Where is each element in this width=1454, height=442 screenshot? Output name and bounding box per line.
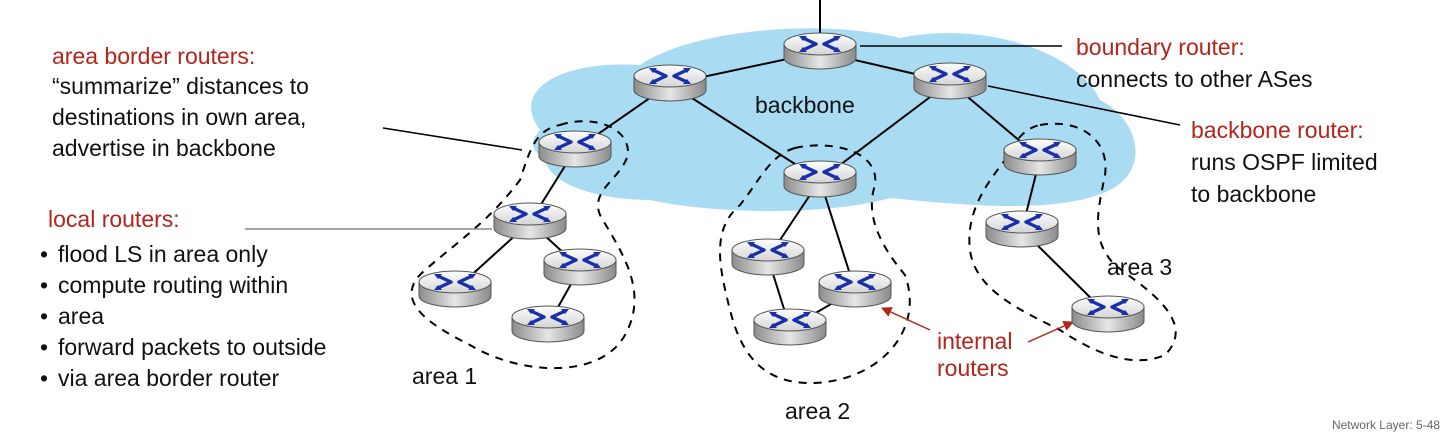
boundary-router-desc: connects to other ASes (1076, 66, 1313, 92)
router-icon (542, 247, 618, 287)
router-icon (984, 209, 1060, 249)
internal-routers-line: internal (937, 328, 1013, 354)
backbone-router-title: backbone router: (1191, 117, 1364, 143)
area-border-desc-line: “summarize” distances to (52, 73, 309, 99)
router-icon (417, 269, 493, 309)
router-icon (1002, 137, 1078, 177)
router-icon (492, 201, 568, 241)
local-routers-bullets: flood LS in area only compute routing wi… (40, 240, 326, 392)
internal-routers-line: routers (937, 355, 1009, 381)
local-routers-title: local routers: (48, 206, 180, 232)
area-3-label: area 3 (1107, 254, 1173, 280)
internal-routers-label: internal routers (937, 328, 1012, 382)
bullet-continuation-text: via area border router (58, 365, 280, 391)
slide-footer: Network Layer: 5-48 (1331, 418, 1440, 432)
area-border-routers-title: area border routers: (52, 43, 256, 69)
area-3-boundary (968, 122, 1177, 362)
router-icon (752, 307, 828, 347)
bullet-item: compute routing within (40, 271, 326, 299)
area-2-label: area 2 (785, 398, 851, 424)
router-icon (537, 129, 613, 169)
bullet-continuation-text: area (58, 303, 105, 329)
backbone-label: backbone (755, 92, 855, 118)
bullet-item: forward packets to outside (40, 333, 326, 361)
backbone-router-desc-line: to backbone (1191, 181, 1317, 207)
router-icon (730, 237, 806, 277)
internal-router-arrows (881, 307, 1074, 343)
router-icon (782, 31, 858, 71)
area-1-boundary (410, 120, 636, 370)
area-border-desc-line: advertise in backbone (52, 135, 276, 161)
area-border-desc-line: destinations in own area, (52, 104, 307, 130)
router-icon (782, 159, 858, 199)
area-1-label: area 1 (412, 363, 478, 389)
backbone-router-desc-line: runs OSPF limited (1191, 149, 1378, 175)
router-icon (817, 269, 893, 309)
bullet-item-continuation: area (40, 302, 326, 330)
bullet-item: flood LS in area only (40, 240, 326, 268)
router-icon (632, 63, 708, 103)
router-icon (1070, 294, 1146, 334)
router-icon (912, 61, 988, 101)
leader-lines (382, 45, 1181, 151)
router-icon (510, 304, 586, 344)
boundary-router-title: boundary router: (1076, 34, 1245, 60)
bullet-item-continuation: via area border router (40, 364, 326, 392)
